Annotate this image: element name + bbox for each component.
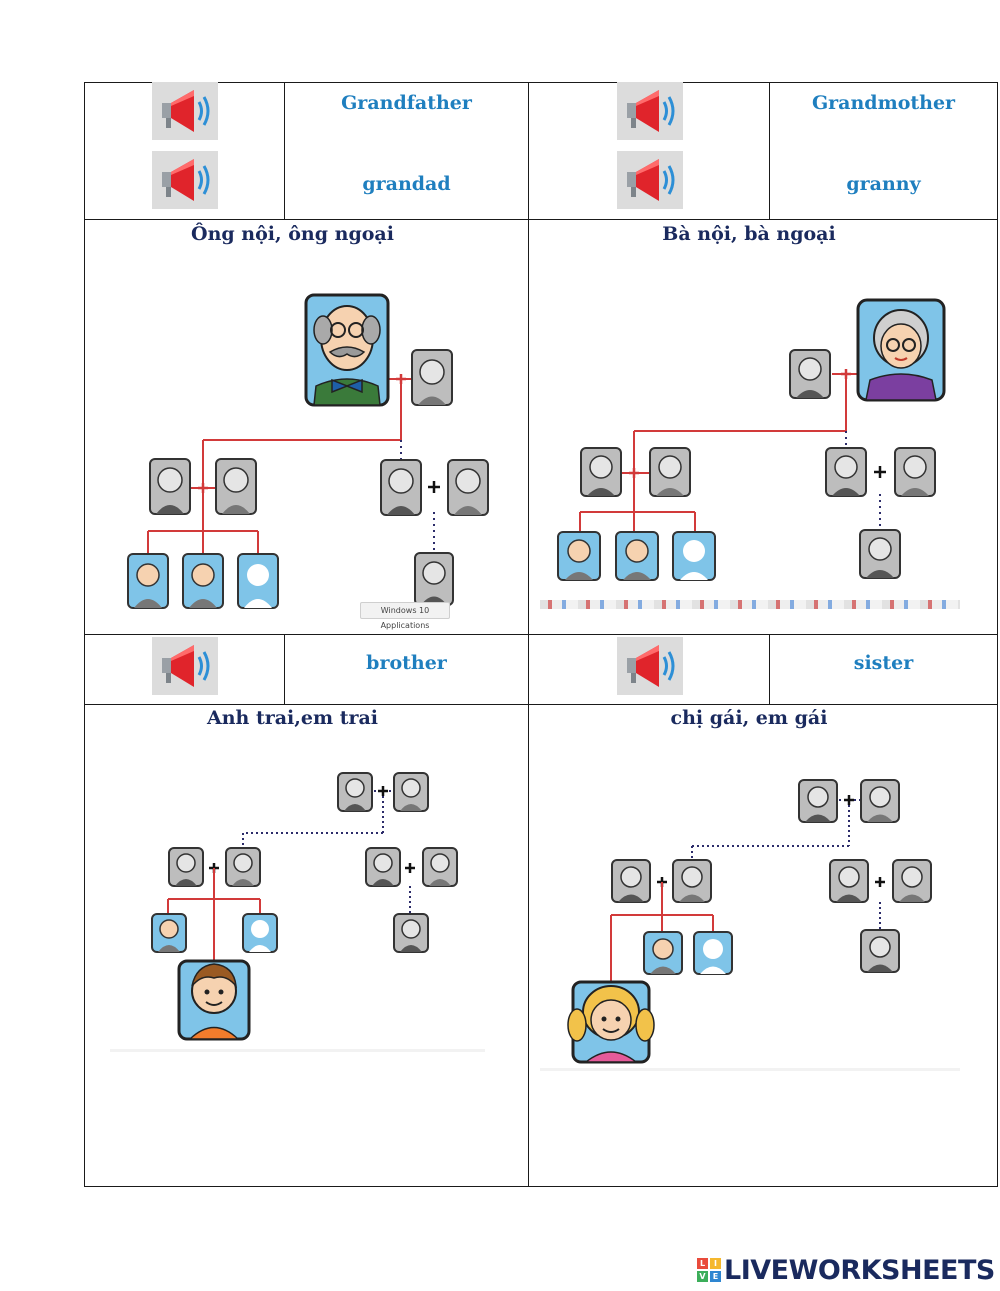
screenshot-taskbar bbox=[540, 600, 960, 609]
grandfather-small bbox=[798, 779, 838, 823]
speaker-button-grandmother[interactable] bbox=[617, 82, 683, 140]
word-grandad: grandad bbox=[362, 173, 451, 195]
word-granny: granny bbox=[846, 173, 921, 195]
mother-small bbox=[649, 447, 691, 497]
meaning-brother: Anh trai,em trai bbox=[206, 707, 379, 729]
aunt-small bbox=[894, 447, 936, 497]
word-grandmother: Grandmother bbox=[811, 92, 956, 114]
brother-small bbox=[643, 931, 683, 975]
grid-border-bottom bbox=[84, 1186, 998, 1187]
mother-small bbox=[215, 458, 257, 515]
speaker-icon bbox=[617, 82, 683, 140]
speaker-icon bbox=[152, 82, 218, 140]
speaker-icon bbox=[152, 151, 218, 209]
meaning-grandmother: Bà nội, bà ngoại bbox=[662, 223, 836, 245]
aunt-small bbox=[892, 859, 932, 903]
meaning-grandfather: Ông nội, ông ngoại bbox=[191, 223, 394, 245]
speaker-button-sister[interactable] bbox=[617, 637, 683, 695]
speaker-icon bbox=[617, 151, 683, 209]
grandmother-portrait bbox=[856, 298, 946, 402]
grid-col-left-sound bbox=[284, 82, 285, 219]
sister-small bbox=[151, 913, 187, 953]
word-brother: brother bbox=[366, 652, 447, 674]
speaker-icon bbox=[152, 637, 218, 695]
blank-small bbox=[693, 931, 733, 975]
grandmother-small bbox=[860, 779, 900, 823]
mother-small bbox=[672, 859, 712, 903]
aunt-small bbox=[447, 459, 489, 516]
child-blank bbox=[672, 531, 716, 581]
child-blank bbox=[237, 553, 279, 609]
uncle-small bbox=[365, 847, 401, 887]
grandmother-small bbox=[411, 349, 453, 406]
cousin-small bbox=[414, 552, 454, 606]
family-tree-grandmother bbox=[557, 298, 946, 581]
brother-portrait bbox=[177, 959, 251, 1041]
speaker-button-brother[interactable] bbox=[152, 637, 218, 695]
grid-row-2 bbox=[84, 634, 998, 635]
logo-block-l: L bbox=[697, 1258, 708, 1269]
grid-col-right-sound bbox=[769, 82, 770, 219]
logo-block-e: E bbox=[710, 1271, 721, 1282]
grandfather-portrait bbox=[304, 293, 390, 407]
child-girl bbox=[557, 531, 601, 581]
child-boy bbox=[615, 531, 659, 581]
grid-row-3 bbox=[84, 704, 998, 705]
grid-col-left-sound-2 bbox=[284, 634, 285, 704]
sister-portrait bbox=[567, 980, 655, 1064]
uncle-small bbox=[825, 447, 867, 497]
cousin-small bbox=[859, 529, 901, 579]
grid-border-top bbox=[84, 82, 998, 83]
speaker-icon bbox=[617, 637, 683, 695]
cousin-small bbox=[393, 913, 429, 953]
mother-small bbox=[225, 847, 261, 887]
family-tree-grandfather bbox=[110, 268, 505, 618]
grandfather-small bbox=[789, 349, 831, 399]
cousin-small bbox=[860, 929, 900, 973]
liveworksheets-logo: L I V E LIVEWORKSHEETS bbox=[697, 1254, 995, 1286]
grid-row-1 bbox=[84, 219, 998, 220]
grid-col-right-sound-2 bbox=[769, 634, 770, 704]
father-small bbox=[168, 847, 204, 887]
child-boy bbox=[182, 553, 224, 609]
father-small bbox=[611, 859, 651, 903]
logo-text: LIVEWORKSHEETS bbox=[724, 1254, 995, 1286]
grandmother-small bbox=[393, 772, 429, 812]
speaker-button-grandad[interactable] bbox=[152, 151, 218, 209]
speaker-button-grandfather[interactable] bbox=[152, 82, 218, 140]
screenshot-label: Windows 10 Applications bbox=[360, 602, 450, 630]
child-girl bbox=[127, 553, 169, 609]
uncle-small bbox=[829, 859, 869, 903]
grandfather-small bbox=[337, 772, 373, 812]
father-small bbox=[149, 458, 191, 515]
logo-blocks: L I V E bbox=[697, 1258, 721, 1282]
aunt-small bbox=[422, 847, 458, 887]
speaker-button-granny[interactable] bbox=[617, 151, 683, 209]
father-small bbox=[580, 447, 622, 497]
logo-block-v: V bbox=[697, 1271, 708, 1282]
uncle-small bbox=[380, 459, 422, 516]
blank-small bbox=[242, 913, 278, 953]
word-sister: sister bbox=[853, 652, 914, 674]
word-grandfather: Grandfather bbox=[341, 92, 472, 114]
family-tree-brother bbox=[110, 772, 485, 1052]
logo-block-i: I bbox=[710, 1258, 721, 1269]
family-tree-sister bbox=[540, 779, 960, 1071]
meaning-sister: chị gái, em gái bbox=[670, 707, 828, 729]
